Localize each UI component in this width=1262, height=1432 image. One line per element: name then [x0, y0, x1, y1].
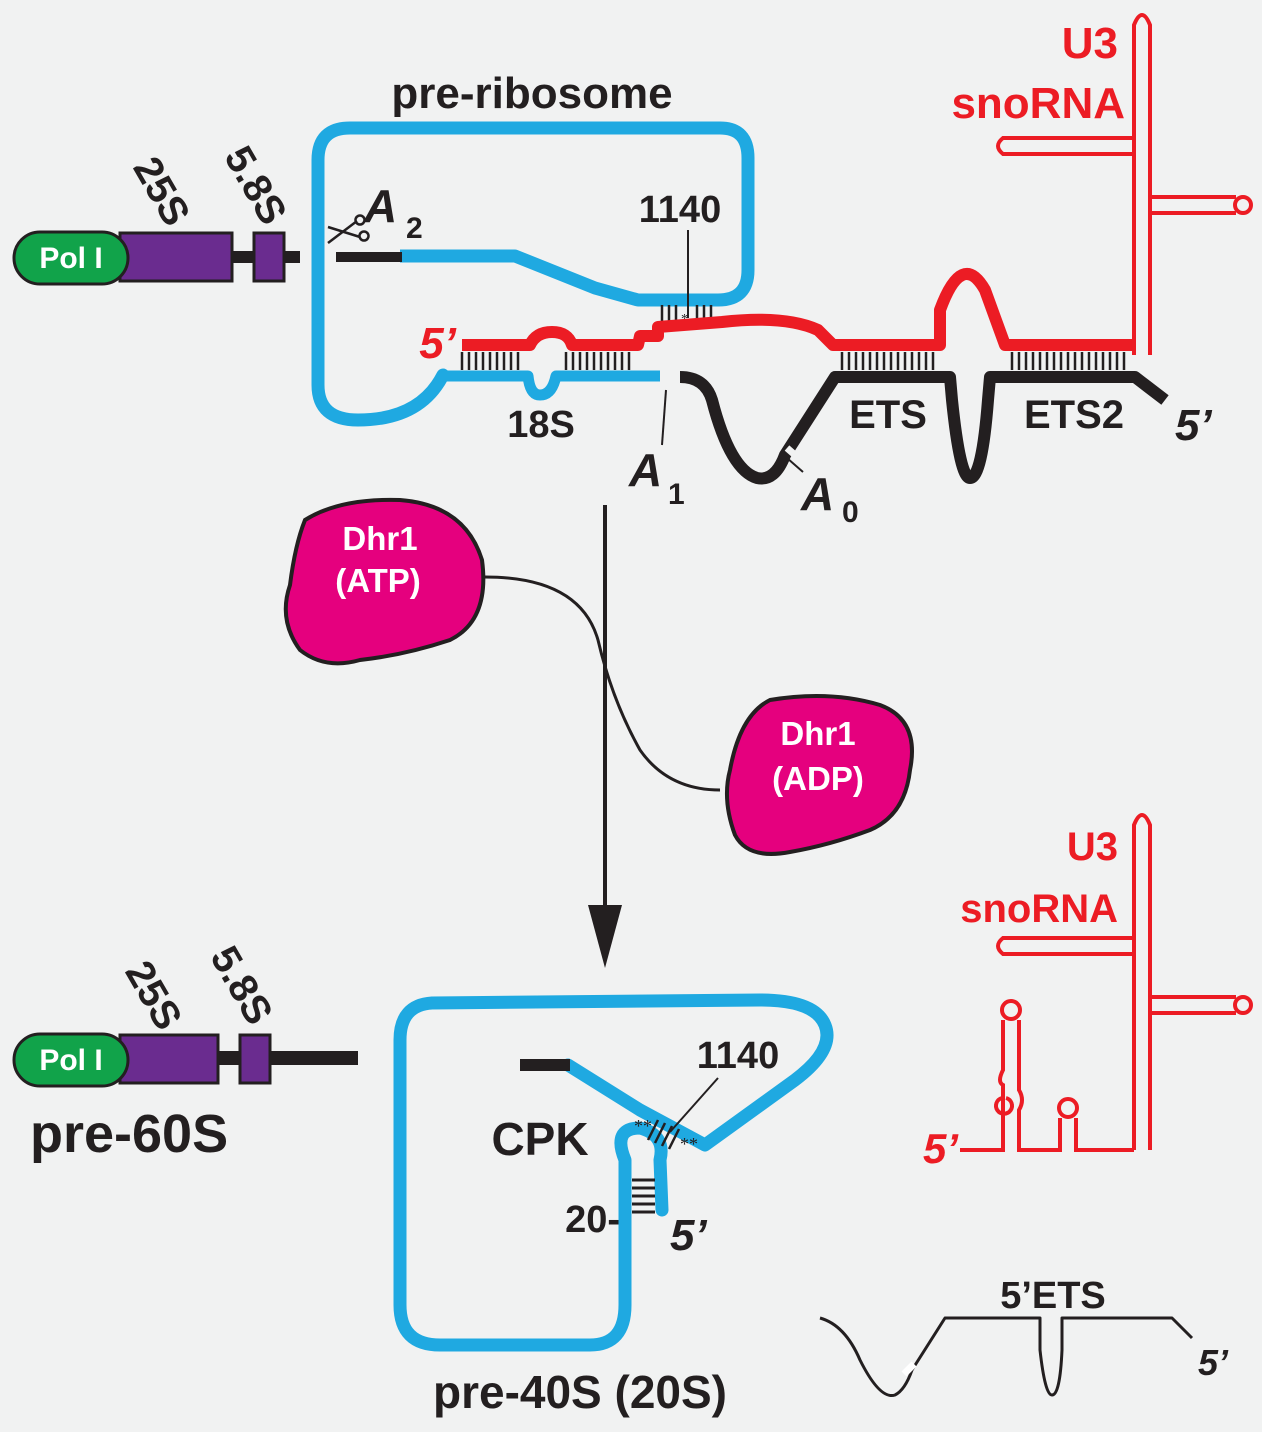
5ets-strand-released: [819, 1316, 1194, 1398]
dhr1-adp-name: Dhr1: [780, 715, 855, 752]
ets-label: ETS: [849, 393, 927, 437]
asterisks-1140-right: **: [680, 1134, 698, 1154]
dhr1-transition-curve: [484, 575, 721, 792]
position-1140-pointer-bottom: [669, 1077, 719, 1133]
position-20-label: 20-: [565, 1199, 620, 1241]
position-1140-bottom: 1140: [697, 1035, 779, 1077]
25s-block-top: [118, 231, 234, 283]
a0-site-letter: A: [800, 468, 834, 520]
base-pairs-20: [632, 1178, 655, 1214]
25s-label-bottom: 25S: [116, 954, 190, 1038]
ets2-label: ETS2: [1024, 393, 1124, 437]
a0-gap-released: [901, 1361, 917, 1377]
process-arrow-head: [588, 905, 622, 968]
u3-snorna-top: [996, 13, 1253, 355]
five-prime-blue-bottom: 5’: [670, 1211, 707, 1260]
five-prime-red-top: 5’: [419, 319, 456, 368]
cpk-label: CPK: [491, 1113, 588, 1165]
position-1140-top: 1140: [639, 189, 721, 231]
25s-label-top: 25S: [124, 150, 198, 234]
scissors-icon: [327, 214, 370, 244]
dhr1-atp-name: Dhr1: [342, 520, 417, 557]
5ets-strand-top: [679, 371, 1169, 485]
pre-40s-label: pre-40S (20S): [433, 1366, 727, 1418]
dhr1-adp-blob: [725, 694, 914, 856]
58s-block-bottom: [238, 1033, 272, 1085]
a2-site-subscript: 2: [406, 212, 423, 245]
dhr1-adp-state: (ADP): [772, 760, 864, 797]
5ets-label: 5’ETS: [1000, 1275, 1106, 1317]
pre-ribosome-outline: [311, 121, 755, 330]
pre-ribosome-label: pre-ribosome: [391, 69, 672, 118]
u3-label-top: U3: [1062, 19, 1118, 68]
a1-site-letter: A: [628, 444, 662, 496]
snorna-label-bottom: snoRNA: [960, 887, 1118, 931]
25s-block-bottom: [118, 1033, 220, 1085]
pol-i-label-top: Pol I: [39, 242, 102, 275]
dhr1-atp-blob: [283, 497, 486, 666]
pol-i-pill-bottom: [12, 1032, 130, 1088]
base-pairs-1140-bottom: [646, 1119, 681, 1150]
pre-60s-label: pre-60S: [30, 1104, 228, 1164]
u3-snorna-bottom: [960, 813, 1253, 1152]
five-prime-red-bottom: 5’: [923, 1125, 959, 1172]
u3-label-bottom: U3: [1067, 825, 1118, 869]
a0-site-subscript: 0: [842, 496, 859, 529]
pol-i-pill-top: [12, 230, 130, 286]
snorna-label-top: snoRNA: [951, 79, 1125, 128]
five-prime-black-bottom: 5’: [1198, 1342, 1229, 1383]
a2-site-letter: A: [363, 180, 397, 232]
pol-i-label-bottom: Pol I: [39, 1044, 102, 1077]
a0-pointer: [786, 457, 804, 473]
a0-gap: [784, 445, 806, 465]
pre-40s-outline: [393, 993, 834, 1352]
a1-pointer: [661, 389, 667, 446]
58s-block-top: [252, 231, 286, 283]
asterisks-1140-left: **: [634, 1116, 652, 1136]
base-pairs-ets: [840, 352, 1126, 370]
base-pairs-18s: [460, 352, 631, 370]
58s-label-bottom: 5.8S: [202, 939, 281, 1032]
five-prime-black-top: 5’: [1175, 401, 1212, 450]
u3-paired-strand: [462, 268, 1135, 351]
pre-ribosome-outline-lower: [311, 323, 450, 427]
dhr1-atp-state: (ATP): [335, 562, 421, 599]
18s-strand: [443, 370, 660, 401]
18s-label: 18S: [507, 404, 575, 446]
a1-site-subscript: 1: [668, 478, 685, 511]
58s-label-top: 5.8S: [216, 139, 295, 232]
